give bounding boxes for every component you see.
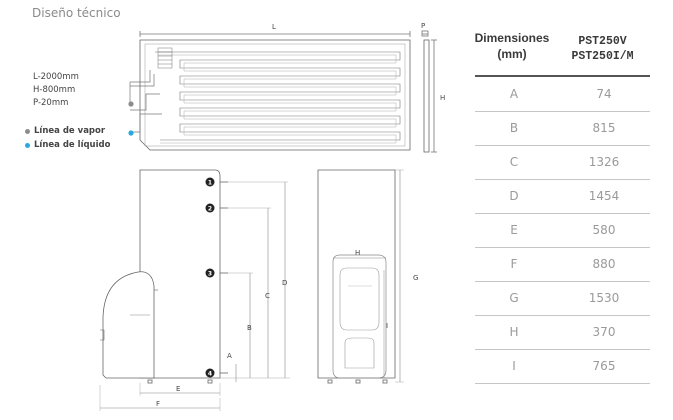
table-row: E 580 — [475, 213, 650, 248]
label-P: P — [421, 22, 425, 30]
cell-value: 74 — [596, 87, 612, 101]
label-H: H — [440, 94, 445, 102]
cell-dim: D — [509, 189, 519, 203]
cell-dim: I — [512, 359, 516, 373]
cell-dim: F — [510, 257, 518, 271]
cell-value: 370 — [592, 325, 616, 339]
legend-liquid: Línea de líquido — [25, 140, 110, 150]
header-model-1: PST250V — [578, 35, 627, 48]
cell-dim: C — [509, 155, 519, 169]
cell-value: 1454 — [588, 189, 620, 203]
header-models: PST250V PST250I/M — [555, 34, 650, 64]
header-dimensions: Dimensiones (mm) — [474, 31, 550, 61]
marker-1: 1 — [205, 177, 215, 187]
header-divider — [475, 75, 650, 77]
legend-vapor: Línea de vapor — [25, 126, 105, 136]
table-row: D 1454 — [475, 179, 650, 214]
marker-4-label: 4 — [208, 371, 212, 378]
label-G: G — [413, 274, 418, 282]
cell-dim: A — [509, 87, 519, 101]
label-F: F — [156, 400, 160, 408]
table-row: B 815 — [475, 111, 650, 146]
label-D: D — [282, 279, 287, 287]
marker-1-label: 1 — [208, 180, 212, 187]
label-C: C — [265, 292, 270, 300]
spec-height: H-800mm — [33, 85, 76, 95]
cell-dim: G — [509, 291, 519, 305]
header-model-2: PST250I/M — [571, 50, 634, 63]
vapor-dot-icon — [25, 128, 30, 134]
cell-value: 1326 — [588, 155, 620, 169]
cell-value: 580 — [592, 223, 616, 237]
table-row: A 74 — [475, 77, 650, 112]
spec-length: L-2000mm — [33, 72, 79, 82]
legend-vapor-label: Línea de vapor — [34, 126, 106, 136]
cell-value: 1530 — [588, 291, 620, 305]
vapor-connection-icon — [128, 101, 134, 107]
label-A: A — [227, 352, 232, 360]
marker-3-label: 3 — [208, 271, 212, 278]
table-row: I 765 — [475, 349, 650, 384]
table-row: H 370 — [475, 315, 650, 350]
cell-value: 765 — [592, 359, 616, 373]
table-row: G 1530 — [475, 281, 650, 316]
cell-dim: E — [510, 223, 518, 237]
label-B: B — [247, 324, 252, 332]
label-I: I — [386, 322, 388, 330]
tank-front-view — [317, 169, 404, 384]
table-row: C 1326 — [475, 145, 650, 180]
legend-liquid-label: Línea de líquido — [34, 140, 111, 150]
marker-4: 4 — [205, 368, 215, 378]
spec-depth: P-20mm — [33, 98, 69, 108]
liquid-dot-icon — [25, 142, 30, 148]
page-title: Diseño técnico — [32, 6, 121, 20]
cell-value: 815 — [592, 121, 616, 135]
label-H-front: H — [355, 249, 360, 257]
cell-dim: B — [509, 121, 519, 135]
cell-dim: H — [509, 325, 519, 339]
cell-value: 880 — [592, 257, 616, 271]
label-E: E — [176, 385, 180, 393]
tank-side-view — [99, 169, 290, 411]
marker-2: 2 — [205, 203, 215, 213]
marker-2-label: 2 — [208, 206, 212, 213]
table-row: F 880 — [475, 247, 650, 282]
label-L: L — [272, 23, 276, 31]
marker-3: 3 — [205, 268, 215, 278]
liquid-connection-icon — [128, 130, 134, 136]
panel-top-view — [129, 30, 437, 153]
